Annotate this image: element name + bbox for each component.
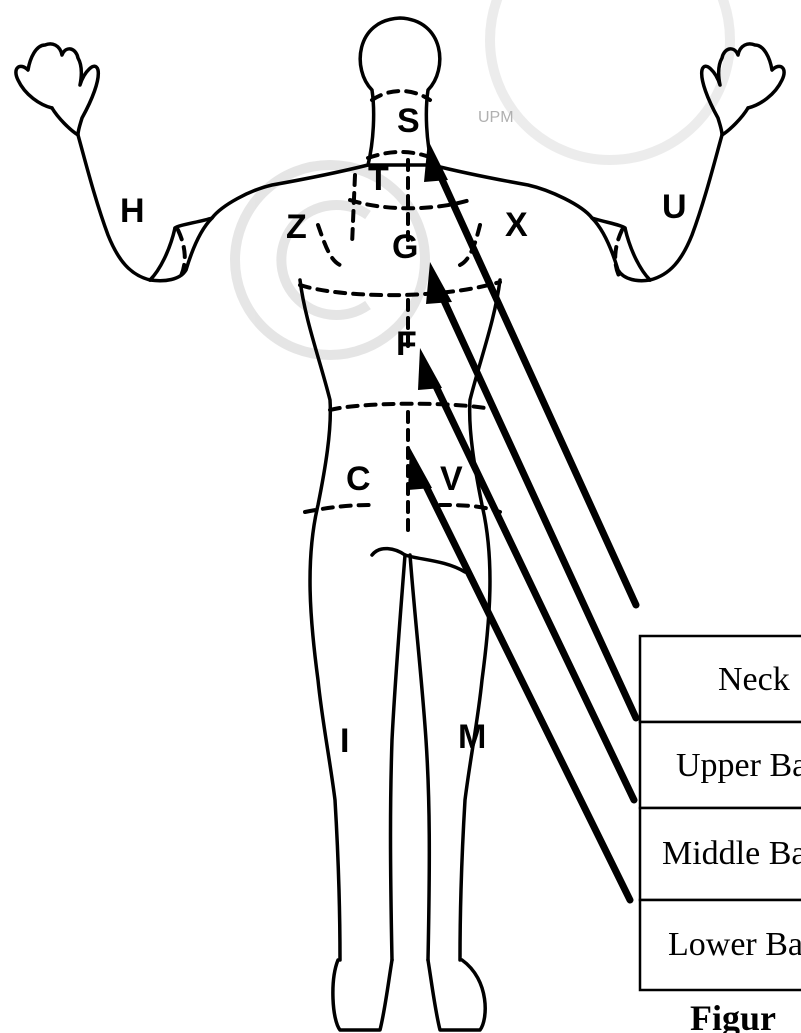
- region-label-x: X: [505, 206, 528, 244]
- arrow-neck-head: [424, 140, 448, 182]
- region-label-m: M: [458, 718, 486, 756]
- region-label-t: T: [368, 160, 389, 198]
- region-label-v: V: [440, 460, 463, 498]
- watermark-upm-text: UPM: [478, 109, 514, 126]
- arrow-middle-back-head: [418, 348, 442, 390]
- legend-label-upper-back: Upper Ba: [676, 747, 801, 784]
- legend-box-upper-back: Upper Ba: [640, 722, 801, 808]
- arrow-lower-back: [422, 478, 630, 900]
- arrow-lower-back-head: [408, 448, 432, 490]
- region-label-i: I: [340, 722, 349, 760]
- legend-box-neck: Neck: [640, 636, 801, 722]
- pointer-arrows: [408, 140, 636, 900]
- legend-label-middle-back: Middle Ba: [662, 835, 801, 872]
- region-label-u: U: [662, 188, 687, 226]
- figure-caption: Figur: [690, 998, 776, 1033]
- legend-box-lower-back: Lower Ba: [640, 900, 801, 990]
- arrow-upper-back-head: [426, 262, 452, 304]
- legend-label-neck: Neck: [718, 661, 790, 698]
- legend-box-middle-back: Middle Ba: [640, 808, 801, 900]
- legend-label-lower-back: Lower Ba: [668, 926, 801, 963]
- region-label-z: Z: [286, 208, 307, 246]
- region-label-s: S: [397, 102, 420, 140]
- region-label-g: G: [392, 228, 418, 266]
- region-label-h: H: [120, 192, 145, 230]
- region-label-f: F: [396, 325, 417, 363]
- region-label-c: C: [346, 460, 371, 498]
